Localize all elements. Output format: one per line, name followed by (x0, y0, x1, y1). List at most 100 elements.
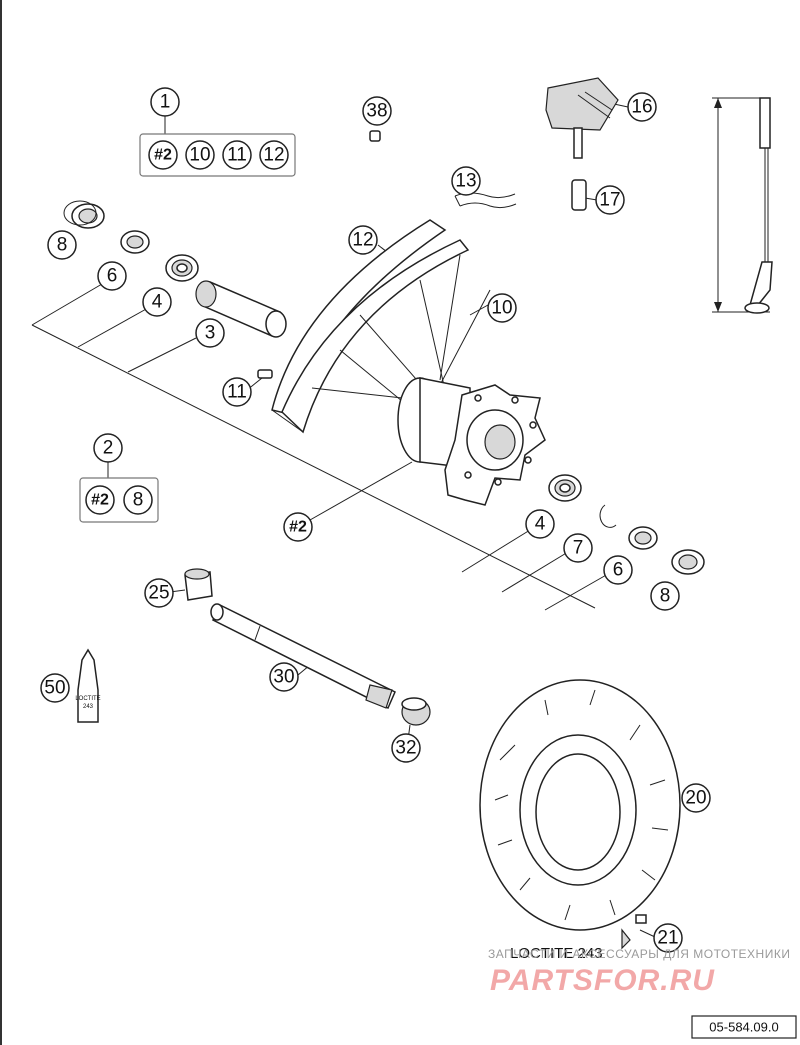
callout-circle (150, 87, 180, 117)
set-item: 8 (123, 485, 153, 515)
set-item: #2 (85, 485, 115, 515)
callout-number: 1 (160, 92, 171, 113)
left-edge-rule (0, 0, 2, 1045)
callout-circle (451, 166, 481, 196)
callout-circle (391, 733, 421, 763)
leader-lines (31, 97, 770, 938)
set-item-circle (222, 140, 252, 170)
set-item: #2 (148, 140, 178, 170)
callout-number: 12 (352, 230, 373, 251)
rim-lock-part (545, 77, 619, 159)
set-item: 11 (222, 140, 252, 170)
callout-circle (487, 293, 517, 323)
callout-number: 8 (57, 235, 68, 256)
callout-c8b: 8 (650, 581, 680, 611)
callout-number: 30 (273, 667, 294, 688)
callout-c13: 13 (451, 166, 481, 196)
callout-number: 38 (366, 101, 387, 122)
callout-number: 8 (660, 586, 671, 607)
set-item-circle (123, 485, 153, 515)
callout-circle (144, 578, 174, 608)
set-item-number: 11 (227, 145, 247, 166)
set-item-circle (185, 140, 215, 170)
callout-c30: 30 (269, 662, 299, 692)
disc-bolt-part (621, 914, 647, 950)
callout-c4a: 4 (142, 287, 172, 317)
callout-number: 32 (395, 738, 416, 759)
callout-number: 13 (455, 171, 476, 192)
callout-number: 11 (227, 382, 247, 403)
callout-circle (603, 555, 633, 585)
callout-number: 16 (631, 97, 652, 118)
callout-number: #2 (289, 519, 307, 536)
callout-circle (650, 581, 680, 611)
set-item-number: 12 (263, 145, 284, 166)
callout-c8a: 8 (47, 230, 77, 260)
bearing-right-part (548, 474, 582, 502)
spoke-part (744, 97, 773, 314)
callout-number: 4 (152, 292, 163, 313)
callout-circle (195, 318, 225, 348)
set-item: 12 (259, 140, 289, 170)
set-box-2: #2 8 (79, 477, 159, 523)
axle-nut-part (184, 568, 213, 601)
set-item: 10 (185, 140, 215, 170)
callout-number: 50 (44, 678, 65, 699)
set-item-number: 8 (133, 490, 144, 511)
set-item-number: 10 (189, 145, 210, 166)
callout-circle (97, 261, 127, 291)
callout-c50: 50 (40, 673, 70, 703)
axle-end-nut-part (401, 697, 431, 726)
axle-part (210, 603, 396, 710)
set-item-number: #2 (154, 147, 172, 164)
callout-c7: 7 (563, 533, 593, 563)
callout-c32: 32 (391, 733, 421, 763)
callout-number: 4 (535, 514, 546, 535)
callout-c12: 12 (348, 225, 378, 255)
watermark-title: PARTSFOR.RU (490, 964, 715, 997)
rim-lock-nut-part (571, 179, 587, 211)
set-box-1: #2 10 11 12 (139, 133, 296, 177)
callout-circle (269, 662, 299, 692)
callout-number: 6 (107, 266, 118, 287)
callout-c38: 38 (362, 96, 392, 126)
callout-circle (47, 230, 77, 260)
document-number-box: 05-584.09.0 (691, 1015, 797, 1039)
watermark-subtitle: ЗАПЧАСТИ И АКСЕССУАРЫ ДЛЯ МОТОТЕХНИКИ (488, 947, 790, 961)
spoke-nipple-part (257, 369, 273, 379)
watermark: ЗАПЧАСТИ И АКСЕССУАРЫ ДЛЯ МОТОТЕХНИКИ PA… (488, 947, 790, 997)
callout-c6b: 6 (603, 555, 633, 585)
callout-circle (681, 783, 711, 813)
callout-circle (222, 377, 252, 407)
callout-c6a: 6 (97, 261, 127, 291)
callout-c10: 10 (487, 293, 517, 323)
callout-number: 25 (148, 583, 169, 604)
callout-c25: 25 (144, 578, 174, 608)
callout-number: 7 (573, 538, 584, 559)
callout-c1: 1 (150, 87, 180, 117)
circlip-part (599, 504, 617, 528)
set-item-circle (85, 485, 115, 515)
callout-circle (653, 923, 683, 953)
callout-c11: 11 (222, 377, 252, 407)
callout-c21: 21 (653, 923, 683, 953)
hub-part (397, 377, 546, 506)
set-item-number: #2 (91, 492, 109, 509)
callout-c3: 3 (195, 318, 225, 348)
callout-number: 20 (685, 788, 706, 809)
callout-circle (525, 509, 555, 539)
callout-number: 2 (103, 438, 114, 459)
callout-c17: 17 (595, 185, 625, 215)
callout-number: 6 (613, 560, 624, 581)
callout-circle (93, 433, 123, 463)
brake-disc-part (479, 679, 681, 931)
spacer-ring-right-part (628, 526, 658, 550)
spacer-ring-part (120, 230, 150, 254)
callout-circle (142, 287, 172, 317)
spacer-tube-part (195, 280, 287, 338)
callout-circle (283, 512, 313, 542)
seal-ring-right-part (671, 549, 705, 575)
rim-part (271, 219, 470, 434)
callout-circle (627, 92, 657, 122)
